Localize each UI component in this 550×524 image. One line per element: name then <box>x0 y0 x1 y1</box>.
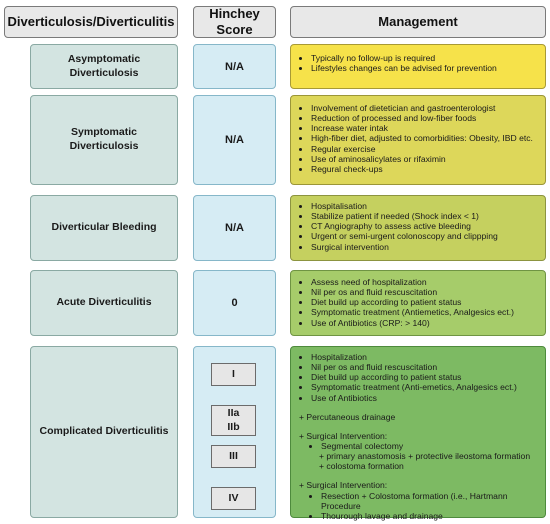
management-item: Regular exercise <box>311 144 539 154</box>
surgical-option: + primary anastomosis + protective ileos… <box>319 451 531 462</box>
management-item: Hospitalization <box>311 352 539 362</box>
header-condition: Diverticulosis/Diverticulitis <box>4 6 178 38</box>
management-item: Surgical intervention <box>311 242 539 252</box>
management-list: Hospitalization Nil per os and fluid res… <box>299 352 539 403</box>
header-management: Management <box>290 6 546 38</box>
surgical-item: Thourough lavage and drainage <box>321 511 539 521</box>
management-list: Assess need of hospitalization Nil per o… <box>299 277 539 328</box>
hinchey-stage-label: IIa <box>227 407 240 420</box>
percutaneous-drainage: + Percutaneous drainage <box>299 411 396 422</box>
condition-label: Diverticular Bleeding <box>51 221 157 234</box>
surgical-list: Resection + Colostoma formation (i.e., H… <box>299 491 539 521</box>
surgical-item: Segmental colectomy <box>321 441 539 451</box>
management-item: CT Angiography to assess active bleeding <box>311 221 539 231</box>
management-asymptomatic: Typically no follow-up is required Lifes… <box>290 44 546 89</box>
hinchey-stage-label: I <box>232 367 235 380</box>
management-symptomatic: Involvement of dietetician and gastroent… <box>290 95 546 185</box>
header-hinchey-label-2: Score <box>216 22 253 37</box>
management-item: Regural check-ups <box>311 164 539 174</box>
hinchey-stage-iii: III <box>211 445 256 468</box>
condition-label: Symptomatic <box>71 126 137 139</box>
condition-label: Asymptomatic <box>67 52 141 65</box>
condition-complicated-diverticulitis: Complicated Diverticulitis <box>30 346 178 518</box>
surgical-option: + colostoma formation <box>319 461 404 472</box>
management-item: Urgent or semi-urgent colonoscopy and cl… <box>311 231 539 241</box>
condition-label: Diverticulosis <box>69 66 139 79</box>
management-item: Typically no follow-up is required <box>311 53 539 63</box>
management-list: Involvement of dietetician and gastroent… <box>299 103 539 174</box>
management-item: Stabilize patient if needed (Shock index… <box>311 211 539 221</box>
management-item: Diet build up according to patient statu… <box>311 372 539 382</box>
management-list: Hospitalisation Stabilize patient if nee… <box>299 201 539 252</box>
management-item: Use of Antibiotics (CRP: > 140) <box>311 318 539 328</box>
hinchey-acute: 0 <box>193 270 276 336</box>
hinchey-stage-iv: IV <box>211 487 256 510</box>
management-item: Nil per os and fluid rescuscitation <box>311 362 539 372</box>
hinchey-stage-iia-iib: IIa IIb <box>211 405 256 436</box>
hinchey-value: N/A <box>225 134 244 146</box>
condition-label: Diverticulosis <box>69 140 139 152</box>
management-item: Increase water intak <box>311 123 539 133</box>
hinchey-stage-label: IV <box>228 491 239 504</box>
management-item: Use of aminosalicylates or rifaximin <box>311 154 539 164</box>
header-management-label: Management <box>378 13 458 29</box>
header-condition-label: Diverticulosis/Diverticulitis <box>7 13 175 29</box>
management-item: Symptomatic treatment (Anti-emetics, Ana… <box>311 382 539 392</box>
management-list: Typically no follow-up is required Lifes… <box>299 53 539 73</box>
header-hinchey-label-1: Hinchey <box>209 5 260 21</box>
management-item: Symptomatic treatment (Antiemetics, Anal… <box>311 307 539 317</box>
hinchey-asymptomatic: N/A <box>193 44 276 89</box>
hinchey-stage-label: IIb <box>227 420 240 433</box>
condition-symptomatic-diverticulosis: Symptomatic Diverticulosis <box>30 95 178 185</box>
condition-label: Complicated Diverticulitis <box>39 425 169 438</box>
management-item: Lifestyles changes can be advised for pr… <box>311 63 539 73</box>
management-bleeding: Hospitalisation Stabilize patient if nee… <box>290 195 546 261</box>
management-item: Diet build up according to patient statu… <box>311 297 539 307</box>
surgical-intervention-title: + Surgical Intervention: <box>299 480 388 491</box>
hinchey-value: N/A <box>225 60 244 73</box>
header-hinchey-score: Hinchey Score <box>193 6 276 38</box>
hinchey-bleeding: N/A <box>193 195 276 261</box>
management-item: Nil per os and fluid rescuscitation <box>311 287 539 297</box>
hinchey-value: 0 <box>231 297 238 309</box>
condition-diverticular-bleeding: Diverticular Bleeding <box>30 195 178 261</box>
condition-label: Acute Diverticulitis <box>56 296 152 309</box>
management-item: High-fiber diet, adjusted to comorbiditi… <box>311 133 539 143</box>
management-item: Hospitalisation <box>311 201 539 211</box>
surgical-item: Resection + Colostoma formation (i.e., H… <box>321 491 539 511</box>
condition-acute-diverticulitis: Acute Diverticulitis <box>30 270 178 336</box>
surgical-intervention-title: + Surgical Intervention: <box>299 430 388 441</box>
condition-asymptomatic-diverticulosis: Asymptomatic Diverticulosis <box>30 44 178 89</box>
hinchey-stage-label: III <box>229 449 238 462</box>
surgical-list: Segmental colectomy <box>299 441 539 451</box>
hinchey-value: N/A <box>225 222 244 234</box>
management-complicated: Hospitalization Nil per os and fluid res… <box>290 346 546 521</box>
hinchey-symptomatic: N/A <box>193 95 276 185</box>
management-item: Use of Antibiotics <box>311 393 539 403</box>
management-item: Involvement of dietetician and gastroent… <box>311 103 539 113</box>
management-item: Reduction of processed and low-fiber foo… <box>311 113 539 123</box>
management-acute: Assess need of hospitalization Nil per o… <box>290 270 546 336</box>
management-item: Assess need of hospitalization <box>311 277 539 287</box>
hinchey-stage-i: I <box>211 363 256 386</box>
